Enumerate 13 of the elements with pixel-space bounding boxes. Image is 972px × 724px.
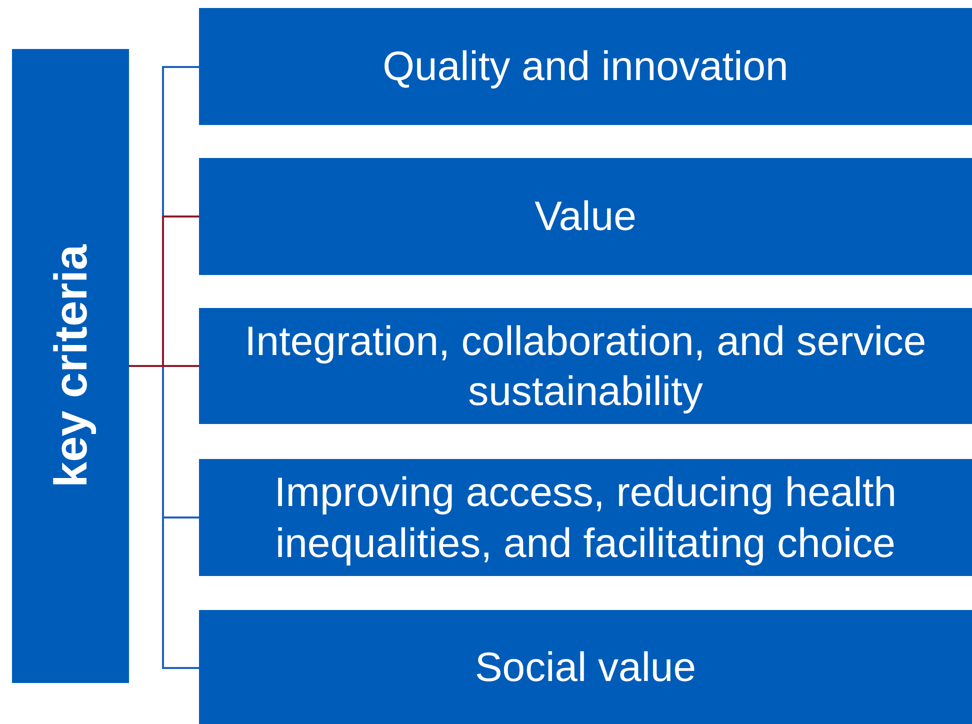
criterion-text: Quality and innovation xyxy=(382,42,790,92)
criterion-box xyxy=(199,610,972,724)
criterion-box xyxy=(199,459,972,576)
criterion-text: Social value xyxy=(474,642,698,692)
criterion-box xyxy=(199,158,972,275)
connector-line xyxy=(129,365,199,367)
criterion-box xyxy=(199,308,972,424)
vertical-label: key criteria xyxy=(44,244,98,488)
criterion-text: Improving access, reducing health inequalities, and facilitating choice xyxy=(273,468,898,568)
criterion-text: Value xyxy=(534,192,638,242)
category-box xyxy=(12,49,129,683)
criterion-box xyxy=(199,8,972,125)
criterion-text: Integration, collaboration, and service sustainability xyxy=(244,316,928,416)
